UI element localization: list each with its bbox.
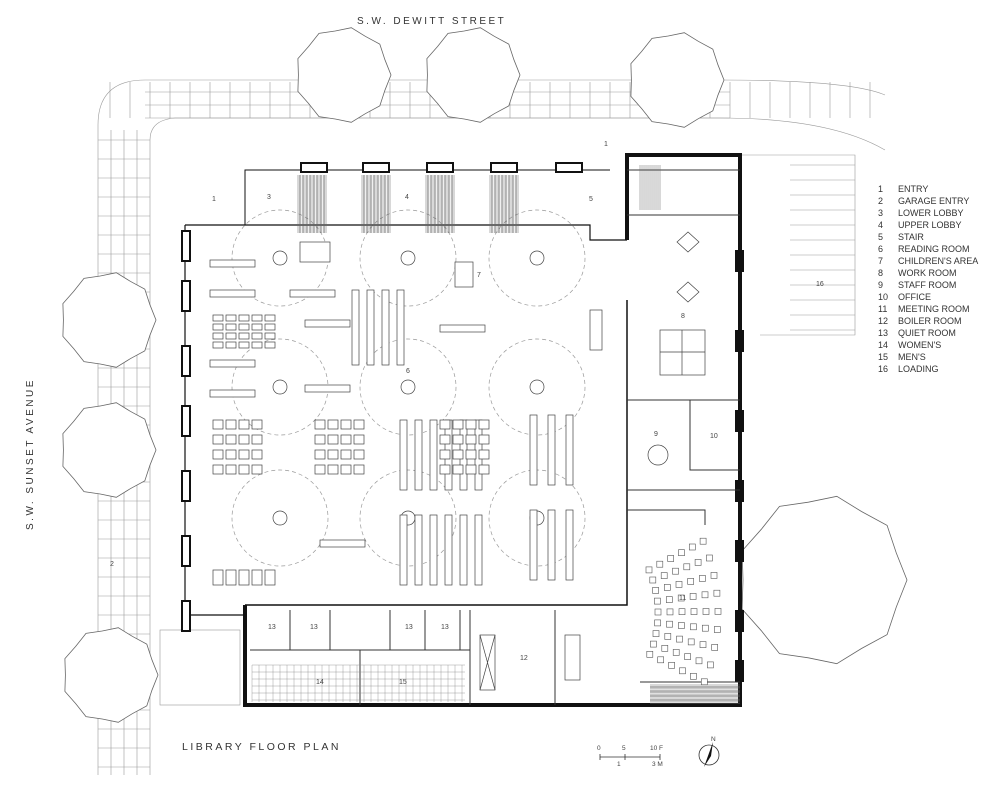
legend-label: GARAGE ENTRY <box>898 196 970 206</box>
legend-number: 4 <box>878 220 884 230</box>
room-label: 13 <box>405 624 413 631</box>
tree-icon <box>297 27 392 123</box>
restroom-tiles <box>251 664 465 702</box>
legend-number: 14 <box>878 340 889 350</box>
legend-label: MEN'S <box>898 352 926 362</box>
legend-number: 13 <box>878 328 889 338</box>
legend-label: CHILDREN'S AREA <box>898 256 979 266</box>
legend-label: STAFF ROOM <box>898 280 957 290</box>
room-legend: 1 ENTRY 2 GARAGE ENTRY 3 LOWER LOBBY 4 UPPER LO… <box>878 183 978 375</box>
legend-item: 5 STAIR <box>878 231 978 243</box>
book-stacks <box>209 241 603 586</box>
legend-number: 6 <box>878 244 884 254</box>
legend-label: STAIR <box>898 232 924 242</box>
legend-label: QUIET ROOM <box>898 328 956 338</box>
structural-columns <box>181 162 744 682</box>
legend-label: MEETING ROOM <box>898 304 970 314</box>
tree-icon <box>64 627 159 723</box>
tree-icon <box>62 272 157 368</box>
scale-label-0: 0 <box>597 745 601 752</box>
legend-item: 16 LOADING <box>878 363 978 375</box>
legend-number: 2 <box>878 196 884 206</box>
scale-label-1m: 1 <box>617 761 621 768</box>
room-label: 13 <box>441 624 449 631</box>
legend-item: 15 MEN'S <box>878 351 978 363</box>
plan-title: LIBRARY FLOOR PLAN <box>182 741 341 753</box>
room-label: 7 <box>477 272 481 279</box>
legend-item: 13 QUIET ROOM <box>878 327 978 339</box>
room-label: 4 <box>405 194 409 201</box>
scale-label-10f: 10 F <box>650 745 663 752</box>
legend-number: 12 <box>878 316 889 326</box>
room-label: 13 <box>268 624 276 631</box>
room-label: 1 <box>604 141 608 148</box>
scale-label-5: 5 <box>622 745 626 752</box>
legend-item: 14 WOMEN'S <box>878 339 978 351</box>
room-label: 5 <box>589 196 593 203</box>
legend-item: 2 GARAGE ENTRY <box>878 195 978 207</box>
street-name-north: S.W. DEWITT STREET <box>357 16 507 27</box>
legend-item: 9 STAFF ROOM <box>878 279 978 291</box>
room-label: 1 <box>212 196 216 203</box>
legend-item: 3 LOWER LOBBY <box>878 207 978 219</box>
legend-number: 15 <box>878 352 889 362</box>
legend-item: 11 MEETING ROOM <box>878 303 978 315</box>
legend-item: 10 OFFICE <box>878 291 978 303</box>
work-room-furniture <box>479 231 706 691</box>
room-label: 13 <box>310 624 318 631</box>
room-label: 12 <box>520 655 528 662</box>
room-label: 16 <box>816 281 824 288</box>
legend-number: 10 <box>878 292 889 302</box>
scale-label-3m: 3 M <box>652 761 663 768</box>
room-label: 15 <box>399 679 407 686</box>
room-label: 2 <box>110 561 114 568</box>
tree-icon <box>741 495 908 665</box>
room-label: 10 <box>710 433 718 440</box>
room-label: 6 <box>406 368 410 375</box>
legend-label: OFFICE <box>898 292 931 302</box>
legend-label: ENTRY <box>898 184 929 194</box>
legend-item: 7 CHILDREN'S AREA <box>878 255 978 267</box>
tree-icon <box>630 32 725 128</box>
north-arrow-icon: N <box>698 736 720 767</box>
meeting-room-seating <box>645 537 722 686</box>
room-label: 9 <box>654 431 658 438</box>
legend-number: 5 <box>878 232 884 242</box>
legend-label: WORK ROOM <box>898 268 957 278</box>
stairs <box>297 165 740 704</box>
room-label: 3 <box>267 194 271 201</box>
legend-number: 8 <box>878 268 884 278</box>
room-label: 8 <box>681 313 685 320</box>
legend-item: 1 ENTRY <box>878 183 978 195</box>
legend-number: 1 <box>878 184 884 194</box>
street-name-west: S.W. SUNSET AVENUE <box>25 378 36 530</box>
north-label: N <box>711 736 716 743</box>
legend-number: 7 <box>878 256 884 266</box>
street-trees <box>62 27 908 723</box>
legend-number: 16 <box>878 364 889 374</box>
tree-icon <box>62 402 157 498</box>
scale-bar: 0 5 10 F 1 3 M <box>597 745 663 768</box>
legend-label: LOWER LOBBY <box>898 208 964 218</box>
legend-label: BOILER ROOM <box>898 316 962 326</box>
legend-label: UPPER LOBBY <box>898 220 962 230</box>
legend-item: 12 BOILER ROOM <box>878 315 978 327</box>
interior-partitions <box>250 169 740 705</box>
room-label: 11 <box>679 595 686 602</box>
legend-label: WOMEN'S <box>898 340 942 350</box>
tree-icon <box>426 27 521 123</box>
legend-number: 9 <box>878 280 884 290</box>
legend-label: LOADING <box>898 364 939 374</box>
legend-item: 6 READING ROOM <box>878 243 978 255</box>
legend-item: 8 WORK ROOM <box>878 267 978 279</box>
legend-item: 4 UPPER LOBBY <box>878 219 978 231</box>
legend-number: 3 <box>878 208 884 218</box>
room-label: 14 <box>316 679 324 686</box>
legend-label: READING ROOM <box>898 244 970 254</box>
legend-number: 11 <box>878 304 888 314</box>
